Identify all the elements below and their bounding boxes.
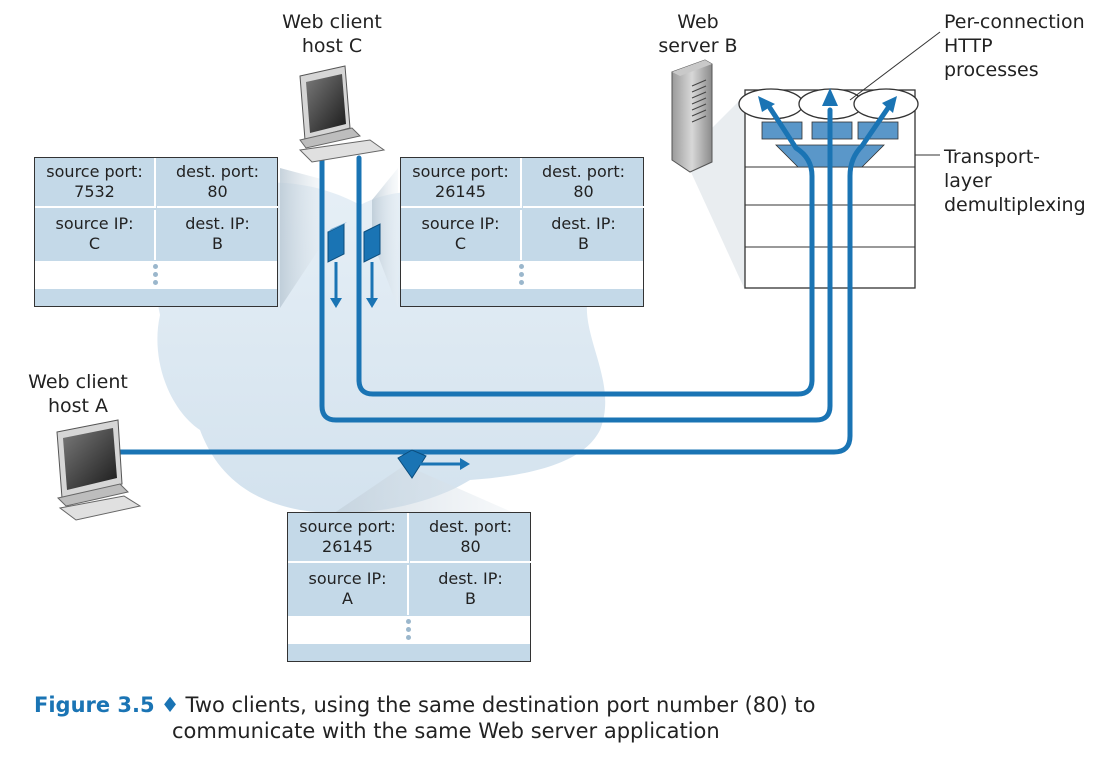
figure-caption: Figure 3.5♦Two clients, using the same d… <box>34 692 815 744</box>
diamond-icon: ♦ <box>160 693 180 717</box>
dest-ip-cell: dest. IP:B <box>438 569 503 608</box>
segment-c1-callout <box>280 168 325 308</box>
source-ip-cell: source IP:C <box>401 210 522 260</box>
arrow-head-process-3 <box>882 96 897 113</box>
computer-host-c <box>298 65 386 163</box>
server-host-b <box>671 59 713 173</box>
arrow-head-process-2 <box>822 88 838 106</box>
caption-line-1: Two clients, using the same destination … <box>185 693 816 717</box>
segment-header-c2: source port:26145 dest. port:80 source I… <box>400 157 644 307</box>
dest-ip-cell: dest. IP:B <box>185 214 250 253</box>
segment-markers <box>327 222 470 479</box>
dest-port-cell: dest. port:80 <box>523 158 644 208</box>
ellipsis-icon <box>153 264 159 288</box>
source-port-cell: source port:26145 <box>288 513 409 563</box>
source-port-cell: source port:26145 <box>401 158 522 208</box>
dest-port-cell: dest. port:80 <box>410 513 531 563</box>
segment-header-c1: source port:7532 dest. port:80 source IP… <box>34 157 278 307</box>
ellipsis-icon <box>406 619 412 643</box>
ellipsis-icon <box>519 264 525 288</box>
caption-line-2: communicate with the same Web server app… <box>172 719 720 743</box>
source-port-cell: source port:7532 <box>35 158 156 208</box>
connection-c-7532 <box>319 107 833 423</box>
computer-host-a <box>56 419 142 521</box>
dest-ip-cell: dest. IP:B <box>551 214 616 253</box>
segment-header-a: source port:26145 dest. port:80 source I… <box>287 512 531 662</box>
arrow-head-process-1 <box>758 96 775 112</box>
dest-port-cell: dest. port:80 <box>157 158 278 208</box>
connection-a-26145 <box>117 105 891 455</box>
figure-number: Figure 3.5 <box>34 693 155 717</box>
connection-c-26145 <box>356 105 815 397</box>
processes-pointer <box>849 31 941 101</box>
source-ip-cell: source IP:A <box>288 565 409 615</box>
source-ip-cell: source IP:C <box>35 210 156 260</box>
segment-c2-callout <box>372 168 398 308</box>
